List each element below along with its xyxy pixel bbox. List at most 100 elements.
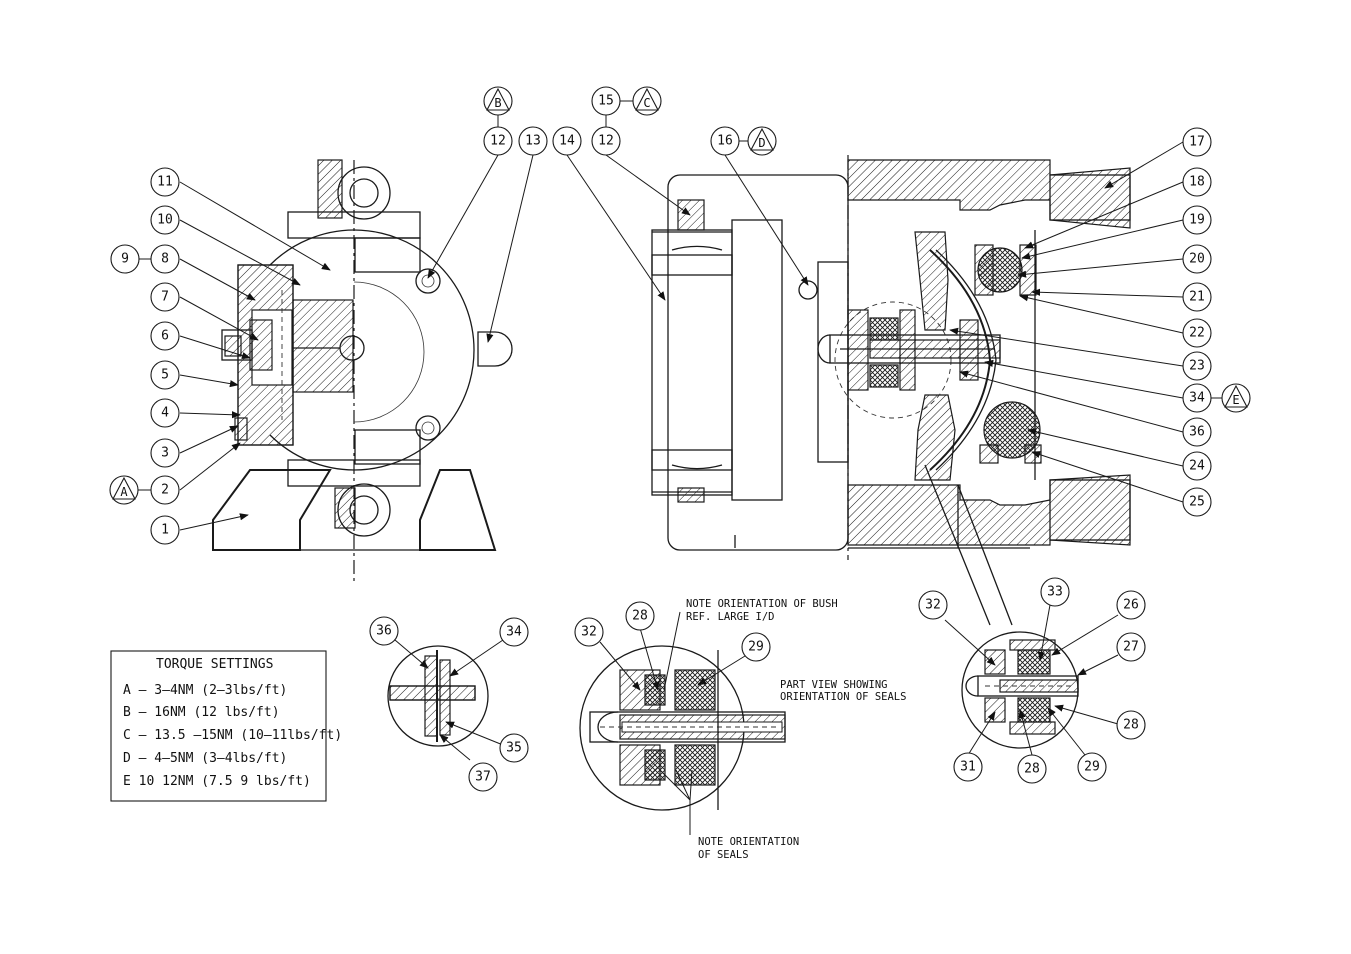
svg-text:28: 28 xyxy=(632,609,648,624)
svg-text:9: 9 xyxy=(121,252,129,267)
svg-text:31: 31 xyxy=(960,760,976,775)
detail-callout-28-c: 28 xyxy=(1017,754,1047,784)
svg-text:26: 26 xyxy=(1123,598,1139,613)
svg-text:29: 29 xyxy=(1084,760,1100,775)
part-callouts: 1 2 3 4 5 6 7 8 9 10 11 12 13 14 12 15 1… xyxy=(110,86,1212,792)
svg-text:15: 15 xyxy=(598,94,614,109)
torque-row-e: E 10 12NM (7.5 9 lbs/ft) xyxy=(123,774,311,789)
torque-markers: A B C D E xyxy=(109,86,1251,505)
svg-text:8: 8 xyxy=(161,252,169,267)
detail-callout-28-b: 28 xyxy=(1116,710,1146,740)
callout-5: 5 xyxy=(150,360,180,390)
svg-text:35: 35 xyxy=(506,741,522,756)
callout-34: 34 xyxy=(1182,383,1212,413)
svg-text:32: 32 xyxy=(925,598,941,613)
detail-callout-36: 36 xyxy=(369,616,399,646)
svg-text:A: A xyxy=(120,485,128,499)
detail-callout-33: 33 xyxy=(1040,577,1070,607)
svg-text:16: 16 xyxy=(717,134,733,149)
torque-row-a: A – 3–4NM (2–3lbs/ft) xyxy=(123,683,287,698)
left-side-view xyxy=(212,159,513,585)
detail-callout-29-b: 29 xyxy=(1077,752,1107,782)
detail-rod-seals xyxy=(961,631,1079,749)
svg-text:32: 32 xyxy=(581,625,597,640)
callout-4: 4 xyxy=(150,398,180,428)
detail-callout-32-a: 32 xyxy=(574,617,604,647)
detail-callout-29-a: 29 xyxy=(741,632,771,662)
callout-24: 24 xyxy=(1182,451,1212,481)
svg-text:E: E xyxy=(1232,393,1239,407)
svg-text:4: 4 xyxy=(161,406,169,421)
right-section-view xyxy=(651,155,1131,626)
callout-12-right: 12 xyxy=(591,126,621,156)
svg-text:13: 13 xyxy=(525,134,541,149)
callout-8: 8 xyxy=(150,244,180,274)
detail-callout-26: 26 xyxy=(1116,590,1146,620)
torque-row-b: B – 16NM (12 lbs/ft) xyxy=(123,705,280,720)
note-bush-line-1: NOTE ORIENTATION OF BUSH xyxy=(686,598,838,610)
note-part-view-line-1: PART VIEW SHOWING xyxy=(780,679,887,691)
torque-row-d: D – 4–5NM (3–4lbs/ft) xyxy=(123,751,287,766)
svg-text:12: 12 xyxy=(598,134,614,149)
leader-lines xyxy=(137,100,1222,761)
callout-19: 19 xyxy=(1182,205,1212,235)
callout-3: 3 xyxy=(150,438,180,468)
detail-diaphragm-plate xyxy=(387,645,489,747)
svg-text:D: D xyxy=(758,136,765,150)
svg-text:36: 36 xyxy=(1189,425,1205,440)
callout-12-left: 12 xyxy=(483,126,513,156)
callout-17: 17 xyxy=(1182,127,1212,157)
svg-text:6: 6 xyxy=(161,329,169,344)
callout-2: 2 xyxy=(150,475,180,505)
svg-text:34: 34 xyxy=(1189,391,1205,406)
svg-text:3: 3 xyxy=(161,446,169,461)
svg-text:14: 14 xyxy=(559,134,575,149)
svg-text:5: 5 xyxy=(161,368,169,383)
callout-11: 11 xyxy=(150,167,180,197)
torque-marker-d: D xyxy=(747,126,777,156)
svg-text:12: 12 xyxy=(490,134,506,149)
callout-23: 23 xyxy=(1182,351,1212,381)
svg-text:7: 7 xyxy=(161,290,169,305)
detail-callout-37: 37 xyxy=(468,762,498,792)
callout-22: 22 xyxy=(1182,318,1212,348)
callout-6: 6 xyxy=(150,321,180,351)
torque-marker-a: A xyxy=(109,475,139,505)
callout-1: 1 xyxy=(150,515,180,545)
svg-text:29: 29 xyxy=(748,640,764,655)
detail-callout-35: 35 xyxy=(499,733,529,763)
callout-21: 21 xyxy=(1182,282,1212,312)
svg-text:B: B xyxy=(494,96,501,110)
callout-14: 14 xyxy=(552,126,582,156)
callout-9: 9 xyxy=(110,244,140,274)
svg-text:28: 28 xyxy=(1123,718,1139,733)
detail-callout-28-a: 28 xyxy=(625,601,655,631)
detail-callout-31: 31 xyxy=(953,752,983,782)
torque-marker-c: C xyxy=(632,86,662,116)
callout-20: 20 xyxy=(1182,244,1212,274)
detail-callout-27: 27 xyxy=(1116,632,1146,662)
callout-25: 25 xyxy=(1182,487,1212,517)
callout-15: 15 xyxy=(591,86,621,116)
callout-36: 36 xyxy=(1182,417,1212,447)
svg-text:25: 25 xyxy=(1189,495,1205,510)
svg-text:22: 22 xyxy=(1189,326,1205,341)
svg-text:23: 23 xyxy=(1189,359,1205,374)
svg-text:20: 20 xyxy=(1189,252,1205,267)
note-bush-line-2: REF. LARGE I/D xyxy=(686,611,775,623)
note-part-view-line-2: ORIENTATION OF SEALS xyxy=(780,691,906,703)
svg-text:33: 33 xyxy=(1047,585,1063,600)
callout-10: 10 xyxy=(150,205,180,235)
svg-text:37: 37 xyxy=(475,770,491,785)
svg-text:36: 36 xyxy=(376,624,392,639)
svg-text:10: 10 xyxy=(157,213,173,228)
svg-text:28: 28 xyxy=(1024,762,1040,777)
svg-text:C: C xyxy=(643,96,650,110)
torque-row-c: C – 13.5 –15NM (10–11lbs/ft) xyxy=(123,728,342,743)
detail-callout-32-b: 32 xyxy=(918,590,948,620)
svg-text:2: 2 xyxy=(161,483,169,498)
callout-18: 18 xyxy=(1182,167,1212,197)
callout-16: 16 xyxy=(710,126,740,156)
torque-marker-b: B xyxy=(483,86,513,116)
